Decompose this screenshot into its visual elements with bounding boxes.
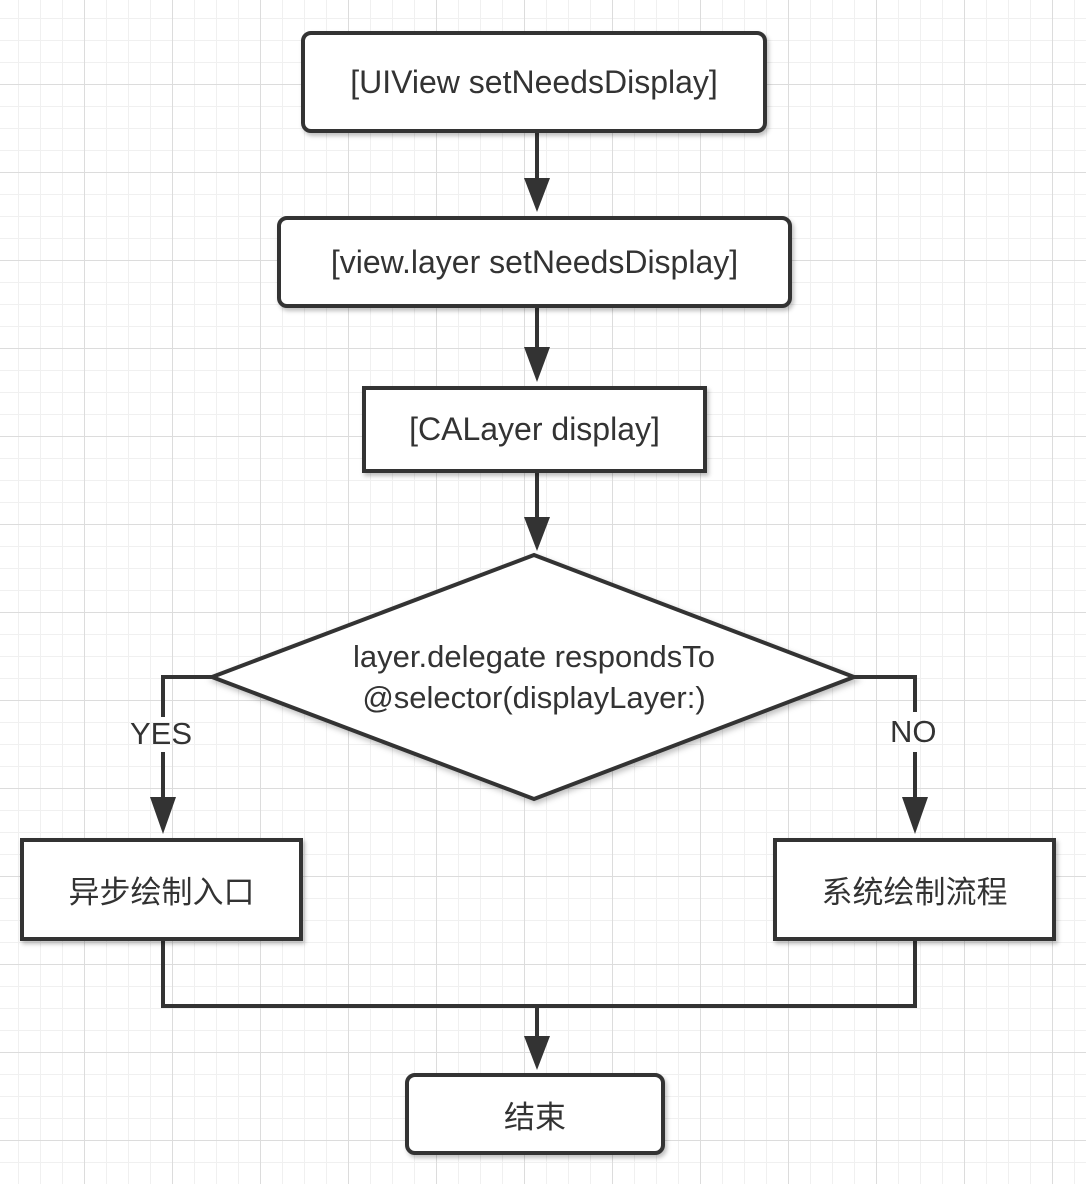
yes-branch-line: [161, 675, 212, 717]
yes-label: YES: [130, 716, 193, 751]
node-layer-set-needs-display: [view.layer setNeedsDisplay]: [277, 216, 792, 308]
node-calayer-display: [CALayer display]: [362, 386, 707, 473]
node-layer-set-needs-display-label: [view.layer setNeedsDisplay]: [330, 243, 739, 280]
decision-diamond: [206, 552, 860, 802]
node-end: 结束: [405, 1073, 665, 1155]
arrowhead-2: [524, 347, 550, 382]
arrowhead-no: [902, 797, 928, 834]
decision-label-line-2: @selector(displayLayer:): [362, 680, 706, 715]
arrowhead-3: [524, 517, 550, 551]
no-branch-line: [854, 675, 917, 712]
no-label: NO: [890, 714, 937, 749]
arrowhead-yes: [150, 797, 176, 834]
node-system-draw-flow: 系统绘制流程: [773, 838, 1056, 941]
arrowhead-1: [524, 178, 550, 212]
decision-label-line-1: layer.delegate respondsTo: [353, 639, 715, 674]
node-uiview-set-needs-display: [UIView setNeedsDisplay]: [301, 31, 767, 133]
node-calayer-display-label: [CALayer display]: [409, 411, 660, 447]
arrowhead-end: [524, 1036, 550, 1070]
node-async-draw-entry-label: 异步绘制入口: [68, 875, 255, 911]
node-async-draw-entry: 异步绘制入口: [20, 838, 303, 941]
node-end-label: 结束: [504, 1099, 566, 1136]
decision-label: layer.delegate respondsTo @selector(disp…: [300, 636, 768, 718]
node-system-draw-flow-label: 系统绘制流程: [821, 875, 1008, 911]
node-uiview-set-needs-display-label: [UIView setNeedsDisplay]: [350, 63, 718, 100]
merge-line: [161, 941, 917, 1008]
